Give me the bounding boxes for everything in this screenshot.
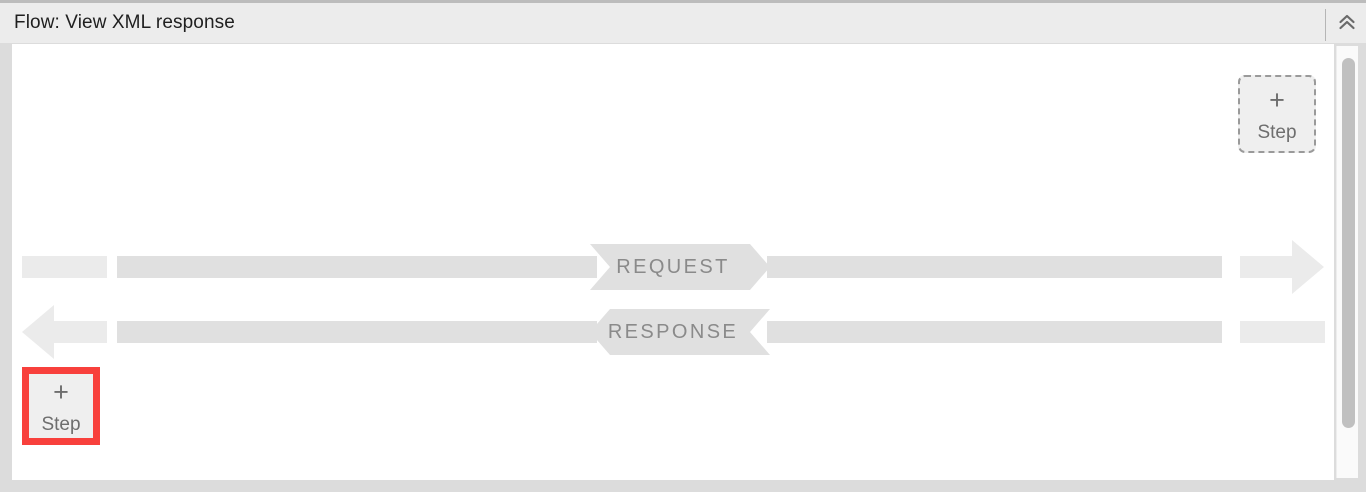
vertical-scrollbar-track[interactable] <box>1336 46 1358 478</box>
canvas-frame: + Step REQUEST <box>0 43 1366 492</box>
panel-header: Flow: View XML response <box>0 0 1366 43</box>
header-divider <box>1325 9 1326 41</box>
plus-icon: + <box>1269 84 1285 115</box>
flow-lane-response[interactable]: RESPONSE <box>12 299 1334 365</box>
response-flow-arrow <box>22 305 1325 359</box>
add-step-label: Step <box>1257 121 1297 143</box>
double-chevron-up-icon <box>1336 12 1358 34</box>
request-flow-arrow <box>22 240 1324 294</box>
add-step-button-bottom-left[interactable]: + Step <box>22 367 100 445</box>
vertical-scrollbar-thumb[interactable] <box>1342 58 1355 428</box>
add-step-button-top-right[interactable]: + Step <box>1238 75 1316 153</box>
flow-canvas[interactable]: + Step REQUEST <box>12 44 1334 480</box>
flow-lane-request[interactable]: REQUEST <box>12 234 1334 300</box>
plus-icon: + <box>53 376 69 407</box>
collapse-panel-button[interactable] <box>1328 3 1366 43</box>
add-step-label: Step <box>41 413 81 435</box>
page-title: Flow: View XML response <box>14 12 235 33</box>
